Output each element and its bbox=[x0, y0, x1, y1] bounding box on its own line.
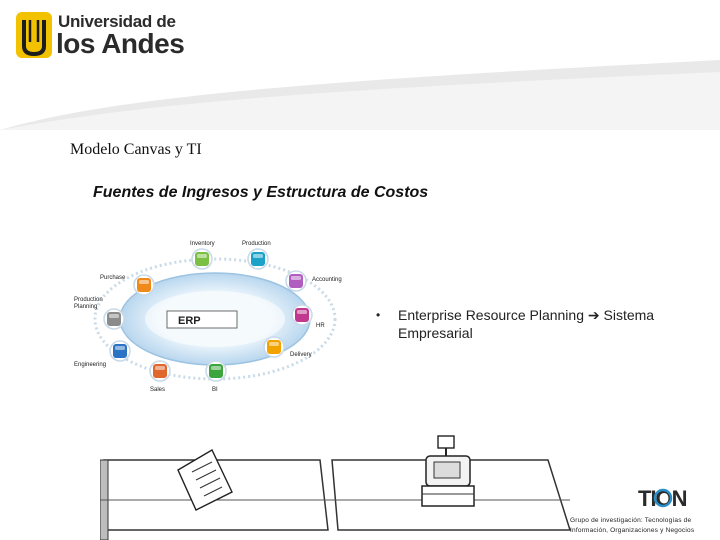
erp-node-shine bbox=[211, 366, 221, 370]
erp-node-shine bbox=[269, 342, 279, 346]
logo-text-line1: Universidad de bbox=[58, 12, 176, 31]
invoice-paper-icon bbox=[177, 449, 233, 511]
slide-title: Modelo Canvas y TI bbox=[70, 141, 202, 158]
erp-node-shine bbox=[253, 254, 263, 258]
erp-node-engineering: Engineering bbox=[74, 340, 131, 368]
erp-node-hr: HR bbox=[291, 304, 325, 329]
erp-node-label: Sales bbox=[150, 387, 165, 393]
erp-center-box bbox=[166, 310, 238, 329]
footer-line-2: Información, Organizaciones y Negocios bbox=[570, 527, 695, 534]
erp-node-shine bbox=[139, 280, 149, 284]
erp-node-label: BI bbox=[212, 387, 218, 393]
slide-subtitle: Fuentes de Ingresos y Estructura de Cost… bbox=[93, 184, 429, 201]
footer-line-1: Grupo de investigación: Tecnologías de bbox=[570, 517, 692, 524]
erp-node-delivery: Delivery bbox=[263, 336, 312, 358]
erp-node-label: HR bbox=[316, 323, 325, 329]
erp-node-inventory: Inventory bbox=[190, 241, 215, 270]
erp-node-label: Accounting bbox=[312, 277, 342, 283]
bullet-text: Enterprise Resource Planning ➔ Sistema E… bbox=[398, 307, 655, 341]
erp-node-shine bbox=[297, 310, 307, 314]
erp-node-shine bbox=[197, 254, 207, 258]
erp-node-label-line: Planning bbox=[74, 304, 97, 310]
logo-text-line2: los Andes bbox=[56, 28, 185, 59]
cash-register-icon bbox=[421, 435, 475, 507]
bullet-marker: • bbox=[376, 308, 381, 322]
erp-node-label: Production bbox=[242, 241, 271, 247]
conveyor-illustration bbox=[100, 435, 572, 540]
erp-node-shine bbox=[291, 276, 301, 280]
tion-logo: TION bbox=[638, 486, 688, 511]
erp-node-label: Engineering bbox=[74, 362, 106, 368]
erp-node-sales: Sales bbox=[149, 360, 171, 393]
erp-node-shine bbox=[155, 366, 165, 370]
erp-node-bi: BI bbox=[205, 360, 227, 393]
power-icon bbox=[653, 488, 673, 508]
erp-node-label: Inventory bbox=[190, 241, 215, 247]
erp-node-purchase: Purchase bbox=[100, 274, 155, 296]
erp-node-shine bbox=[109, 314, 119, 318]
erp-node-accounting: Accounting bbox=[285, 270, 342, 292]
erp-node-shine bbox=[115, 346, 125, 350]
erp-node-production: Production bbox=[242, 241, 271, 270]
erp-node-label: Purchase bbox=[100, 275, 126, 281]
erp-node-label: Delivery bbox=[290, 352, 312, 358]
logo-emblem-icon bbox=[16, 12, 52, 58]
header-swoosh bbox=[0, 60, 720, 130]
erp-center-label: ERP bbox=[178, 315, 201, 327]
erp-node-label-line: Production bbox=[74, 297, 103, 303]
